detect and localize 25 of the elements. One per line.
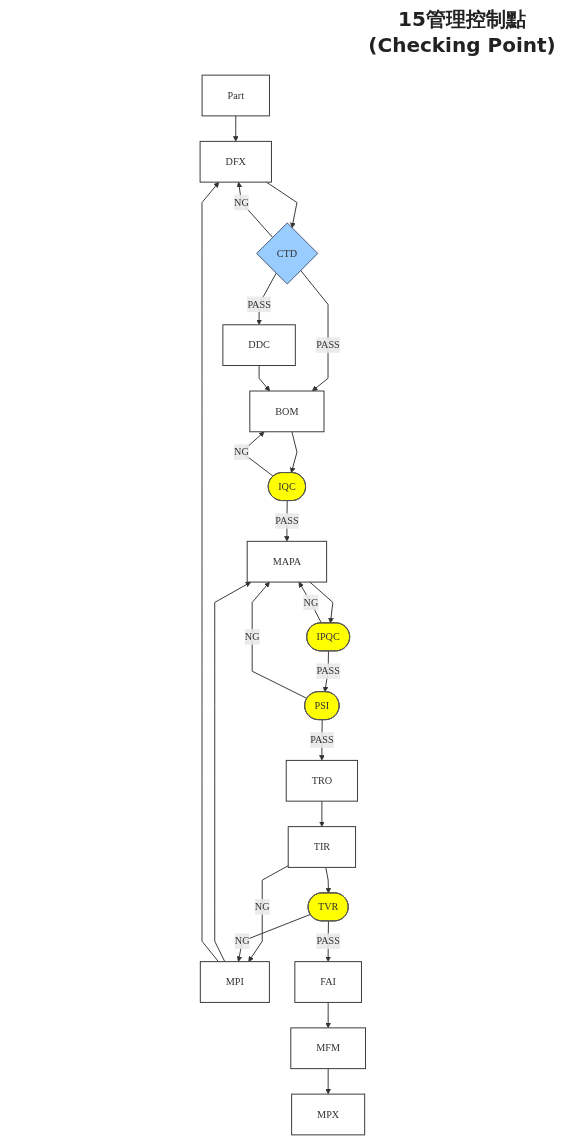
edge-label: NG [234,935,250,947]
node-box: TIR [287,826,356,868]
diagram-title: 15管理控制點 (Checking Point) [367,6,557,57]
node-box: MPI [199,961,270,1003]
node-box: MAPA [246,540,327,583]
edge-label: PASS [316,665,340,677]
edge-label: NG [254,901,270,912]
node-box: TRO [285,759,358,802]
node-box: BOM [249,390,325,433]
edge-label: NG [233,196,249,208]
node-box: MFM [290,1027,366,1070]
edge-label: NG [233,446,249,458]
node-box: Part [201,74,270,117]
edge-label: PASS [274,515,299,527]
edge-label: PASS [309,734,334,746]
node-box: MPX [290,1093,365,1136]
node-box: FAI [294,961,362,1003]
edge-label: PASS [316,935,340,947]
node-box: DFX [199,140,272,183]
edge-label: PASS [247,298,271,310]
edge-label: PASS [316,339,340,351]
node-box: DDC [222,324,296,367]
node-diamond: CTD [255,222,318,285]
edge-label: NG [303,596,318,608]
edge-label: NG [244,631,260,642]
